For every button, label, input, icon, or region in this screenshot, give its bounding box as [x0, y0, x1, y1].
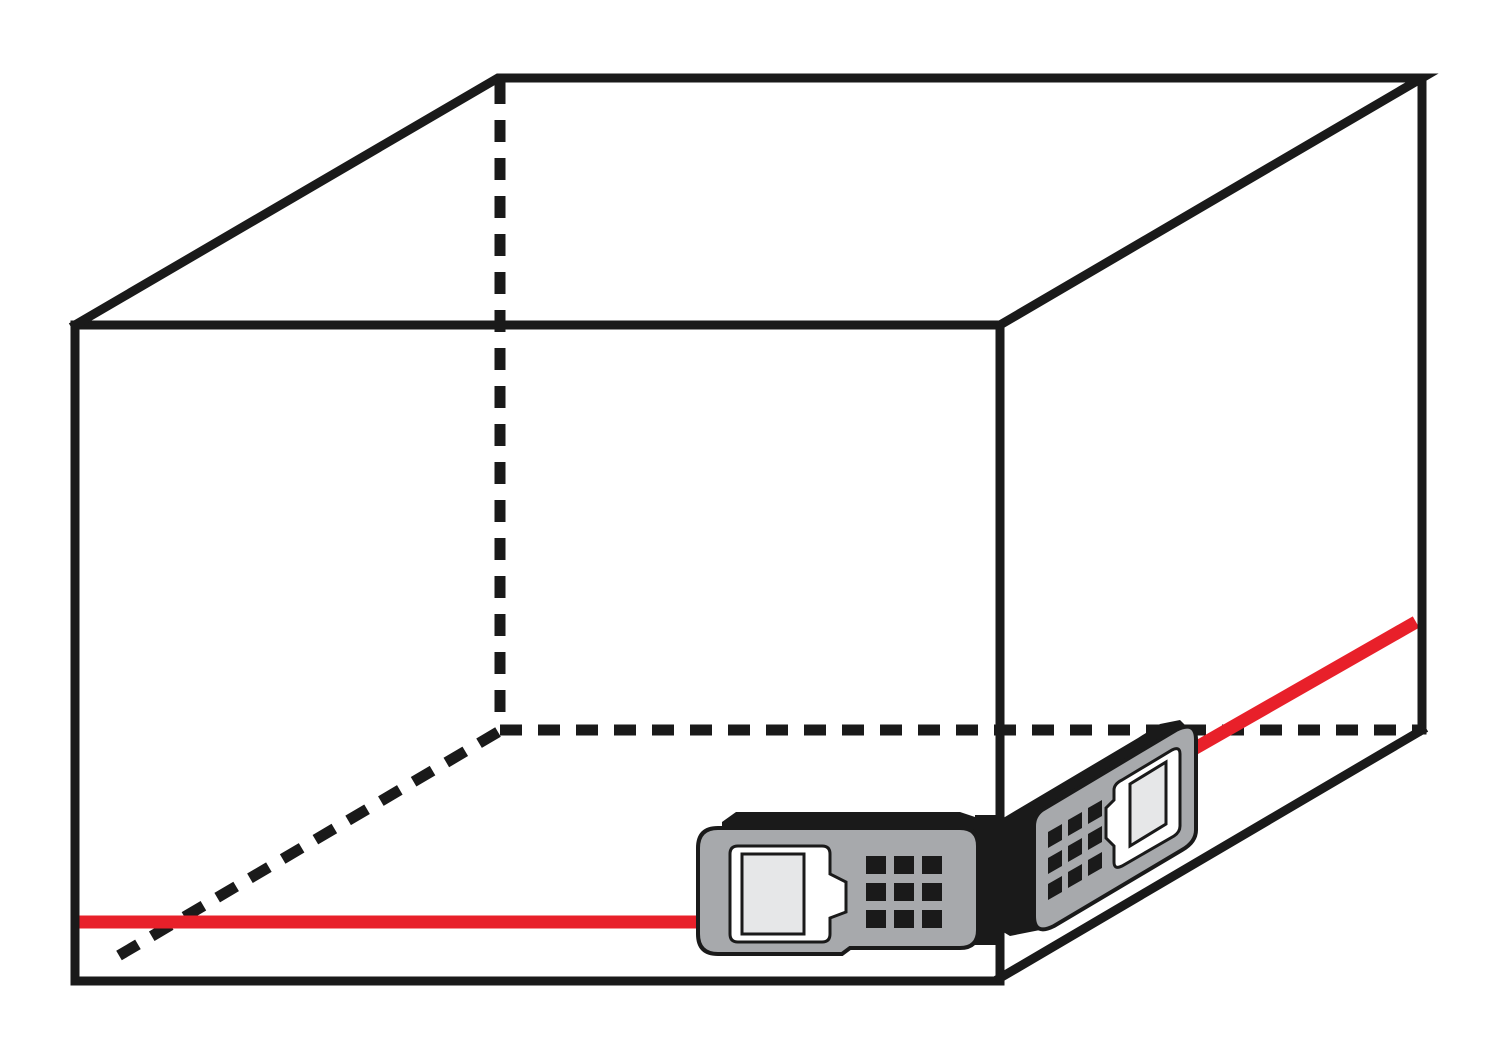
device-side-screen	[1128, 759, 1168, 849]
laser-beams	[76, 616, 1420, 929]
keypad-key	[866, 883, 886, 901]
keypad-key	[894, 910, 914, 928]
keypad-key	[1088, 800, 1102, 824]
device-front-keypad	[866, 856, 942, 928]
keypad-key	[1088, 852, 1102, 876]
keypad-key	[922, 910, 942, 928]
keypad-key	[1068, 838, 1082, 862]
keypad-key	[922, 856, 942, 874]
keypad-key	[866, 856, 886, 874]
keypad-key	[894, 856, 914, 874]
device-front-side	[975, 815, 997, 945]
keypad-key	[1068, 864, 1082, 888]
box-right-bottom-edge	[993, 723, 1429, 985]
laser-beam-side	[1181, 616, 1420, 760]
keypad-key	[866, 910, 886, 928]
keypad-key	[1068, 812, 1082, 836]
device-front-screen	[740, 852, 806, 936]
box-outline	[68, 73, 1439, 986]
keypad-key	[1088, 826, 1102, 850]
box-top-face	[68, 73, 1439, 332]
keypad-key	[1048, 876, 1062, 900]
hidden-edges	[105, 82, 1422, 967]
keypad-key	[1048, 850, 1062, 874]
keypad-key	[1048, 824, 1062, 848]
keypad-key	[922, 883, 942, 901]
laser-distance-meter-front	[696, 812, 997, 956]
laser-distance-meter-side	[1000, 720, 1198, 936]
keypad-key	[894, 883, 914, 901]
device-side-keypad	[1048, 800, 1102, 900]
box-front-face	[70, 320, 1005, 986]
